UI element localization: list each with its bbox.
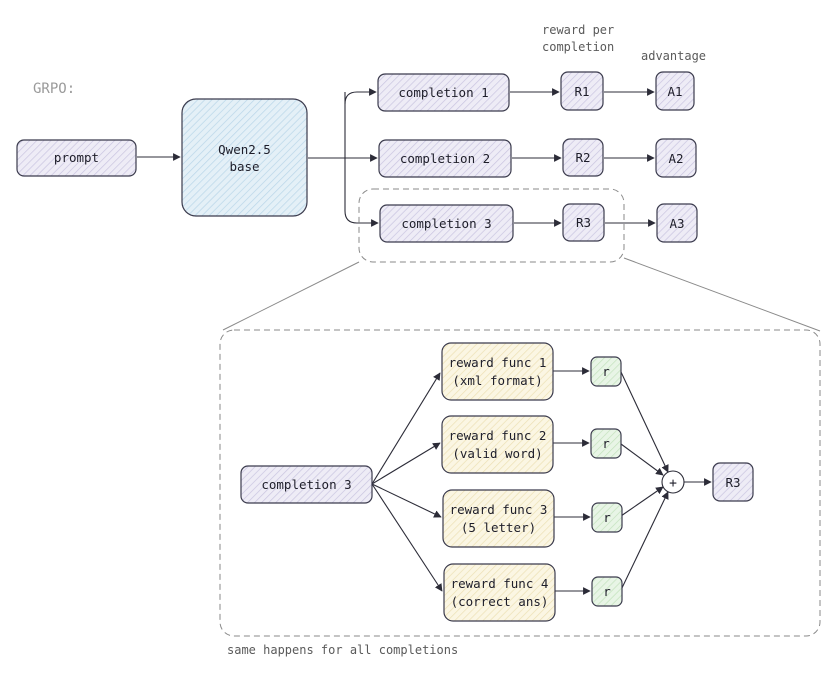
edge-r1-plus	[620, 371, 669, 473]
completion-3-focus-box	[358, 188, 625, 263]
advantage-a3-label: A3	[669, 216, 684, 231]
advantage-header: advantage	[641, 49, 706, 63]
advantage-a1-label: A1	[667, 84, 682, 99]
edge-model-completion-3	[344, 158, 379, 227]
reward-func-1-node: reward func 1 (xml format)	[441, 342, 554, 401]
reward-r3-label: R3	[576, 215, 591, 230]
completion-2-node: completion 2	[378, 139, 512, 178]
r-node-2-label: r	[602, 436, 610, 451]
reward-func-1-desc: (xml format)	[452, 373, 542, 388]
edge-detail-to-func-3	[371, 483, 442, 518]
r-node-4-label: r	[603, 584, 611, 599]
reward-func-3-node: reward func 3 (5 letter)	[442, 489, 555, 548]
reward-func-2-desc: (valid word)	[452, 446, 542, 461]
detail-r3-node: R3	[712, 462, 754, 502]
reward-func-2-name: reward func 2	[449, 428, 547, 443]
detail-panel	[219, 329, 821, 637]
edge-r3-plus	[620, 486, 664, 517]
reward-func-3-name: reward func 3	[450, 502, 548, 517]
model-label-line1: Qwen2.5	[218, 142, 271, 157]
sum-plus-symbol: +	[669, 476, 677, 491]
r-node-3-label: r	[603, 510, 611, 525]
reward-func-4-node: reward func 4 (correct ans)	[443, 563, 556, 622]
r-node-1-label: r	[602, 364, 610, 379]
reward-r1-label: R1	[574, 84, 589, 99]
sum-plus-node: +	[661, 470, 685, 494]
edge-detail-to-func-2	[371, 442, 441, 485]
model-label-line2: base	[229, 159, 259, 174]
reward-func-3-desc: (5 letter)	[461, 520, 536, 535]
reward-func-4-name: reward func 4	[451, 576, 549, 591]
model-node: Qwen2.5 base	[181, 98, 308, 217]
reward-func-4-desc: (correct ans)	[451, 594, 549, 609]
reward-r1-node: R1	[560, 71, 604, 111]
reward-header-line1: reward per	[542, 23, 614, 37]
reward-r2-node: R2	[562, 138, 604, 177]
edge-detail-to-func-1	[371, 372, 441, 485]
diagram-title: GRPO:	[33, 81, 75, 97]
zoom-line-left	[222, 261, 360, 331]
advantage-a2-node: A2	[655, 138, 697, 178]
advantage-a3-node: A3	[656, 203, 698, 243]
edge-model-completion-1	[344, 88, 377, 105]
edge-r4-plus	[620, 491, 669, 591]
completion-3-node: completion 3	[379, 204, 514, 243]
reward-func-1-name: reward func 1	[449, 355, 547, 370]
completion-1-label: completion 1	[398, 85, 488, 100]
completion-3-label: completion 3	[401, 216, 491, 231]
edge-r2-plus	[620, 443, 664, 476]
r-node-3: r	[591, 502, 623, 533]
reward-r3-node: R3	[562, 203, 605, 242]
detail-completion-3-node: completion 3	[240, 465, 373, 504]
r-node-2: r	[590, 428, 622, 459]
completion-1-node: completion 1	[377, 73, 510, 112]
prompt-label: prompt	[54, 150, 99, 165]
r-node-1: r	[590, 356, 622, 387]
reward-r2-label: R2	[575, 150, 590, 165]
reward-func-2-node: reward func 2 (valid word)	[441, 415, 554, 474]
footer-caption: same happens for all completions	[227, 643, 458, 657]
r-node-4: r	[591, 576, 623, 607]
detail-completion-3-label: completion 3	[261, 477, 351, 492]
edge-model-trunk	[308, 92, 346, 159]
advantage-a1-node: A1	[655, 71, 695, 111]
zoom-line-right	[623, 257, 821, 332]
reward-header-line2: completion	[542, 40, 614, 54]
completion-2-label: completion 2	[400, 151, 490, 166]
detail-r3-label: R3	[725, 475, 740, 490]
prompt-node: prompt	[16, 139, 137, 177]
edge-detail-to-func-4	[371, 483, 443, 592]
advantage-a2-label: A2	[668, 151, 683, 166]
